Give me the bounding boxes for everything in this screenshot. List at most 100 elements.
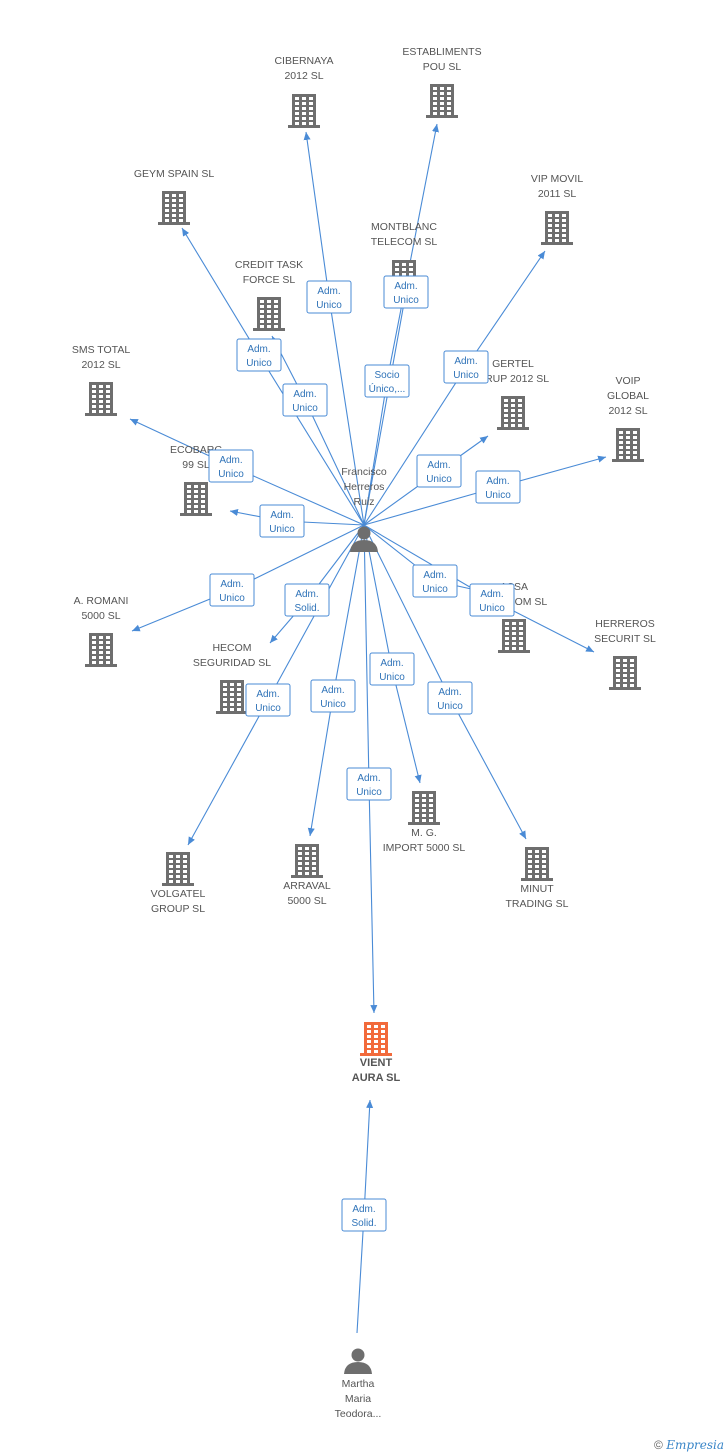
edge-label-text: Adm.Unico bbox=[320, 685, 346, 710]
edge-label-vipmovil[interactable]: Adm.Unico bbox=[443, 350, 489, 384]
edge-label-text: Adm.Unico bbox=[426, 460, 452, 485]
building-icon bbox=[360, 1022, 392, 1056]
building-icon bbox=[291, 844, 323, 878]
edge-label-text: Adm.Unico bbox=[292, 389, 318, 414]
edge-label-montblanc[interactable]: Adm.Unico bbox=[383, 275, 429, 309]
edge-label-ecobarc[interactable]: Adm.Unico bbox=[259, 504, 305, 538]
building-icon bbox=[288, 94, 320, 128]
edge-label-text: Adm.Unico bbox=[453, 356, 479, 381]
building-icon bbox=[408, 791, 440, 825]
building-icon bbox=[497, 396, 529, 430]
building-icon bbox=[162, 852, 194, 886]
building-icon bbox=[612, 428, 644, 462]
building-icon bbox=[253, 297, 285, 331]
building-icon bbox=[521, 847, 553, 881]
edge-label-text: Adm.Unico bbox=[255, 689, 281, 714]
edge-label-voip[interactable]: Adm.Unico bbox=[475, 470, 521, 504]
edge-label-cibernaya[interactable]: Adm.Unico bbox=[306, 280, 352, 314]
building-icon bbox=[426, 84, 458, 118]
edge-label-assa[interactable]: Adm.Unico bbox=[412, 564, 458, 598]
edge-label-text: Adm.Unico bbox=[479, 589, 505, 614]
building-icon bbox=[180, 482, 212, 516]
footer: © Empresia bbox=[654, 1438, 724, 1452]
edge-label-text: Adm.Solid. bbox=[351, 1204, 376, 1229]
edge-label-romani[interactable]: Adm.Unico bbox=[209, 573, 255, 607]
person-icon bbox=[344, 1348, 372, 1374]
company-node-mg[interactable]: M. G.IMPORT 5000 SL bbox=[383, 791, 466, 854]
edge-label-herrerossecurit[interactable]: Adm.Unico bbox=[469, 583, 515, 617]
edge-label-text: Adm.Unico bbox=[246, 344, 272, 369]
edge-label-text: Adm.Unico bbox=[316, 286, 342, 311]
edge-label-hecom[interactable]: Adm.Solid. bbox=[284, 583, 330, 617]
company-node-geym[interactable]: GEYM SPAIN SL bbox=[134, 168, 214, 225]
building-icon bbox=[158, 191, 190, 225]
edge-label-vient[interactable]: Adm.Unico bbox=[346, 767, 392, 801]
edge-label-text: Adm.Unico bbox=[393, 281, 419, 306]
edge-label-text: Adm.Unico bbox=[485, 476, 511, 501]
edge-label-text: Adm.Unico bbox=[437, 687, 463, 712]
edge-label-text: Adm.Unico bbox=[219, 579, 245, 604]
edge-label-vient-martha[interactable]: Adm.Solid. bbox=[341, 1198, 387, 1232]
edge-francisco-to-credittask[interactable] bbox=[271, 335, 365, 526]
edge-label-text: Adm.Unico bbox=[379, 658, 405, 683]
building-icon bbox=[498, 619, 530, 653]
edge-label-smstotal[interactable]: Adm.Unico bbox=[208, 449, 254, 483]
building-icon bbox=[541, 211, 573, 245]
building-icon bbox=[85, 633, 117, 667]
brand-logo[interactable]: Empresia bbox=[666, 1438, 724, 1452]
company-label: GEYM SPAIN SL bbox=[134, 168, 214, 180]
edge-label-credittask[interactable]: Adm.Unico bbox=[282, 383, 328, 417]
edge-label-volgatel[interactable]: Adm.Unico bbox=[245, 683, 291, 717]
edge-label-text: Adm.Unico bbox=[422, 570, 448, 595]
edge-label-minut[interactable]: Adm.Unico bbox=[427, 681, 473, 715]
edge-label-geym[interactable]: Adm.Unico bbox=[236, 338, 282, 372]
edge-label-text: Adm.Unico bbox=[269, 510, 295, 535]
copyright-symbol: © bbox=[654, 1438, 663, 1452]
company-label: M. G.IMPORT 5000 SL bbox=[383, 827, 466, 854]
edge-label-text: Adm.Solid. bbox=[294, 589, 319, 614]
edge-label-text: Adm.Unico bbox=[218, 455, 244, 480]
building-icon bbox=[216, 680, 248, 714]
edge-label-arraval[interactable]: Adm.Unico bbox=[310, 679, 356, 713]
edge-label-text: Adm.Unico bbox=[356, 773, 382, 798]
edge-label-gertel[interactable]: Adm.Unico bbox=[416, 454, 462, 488]
edge-label-mg[interactable]: Adm.Unico bbox=[369, 652, 415, 686]
